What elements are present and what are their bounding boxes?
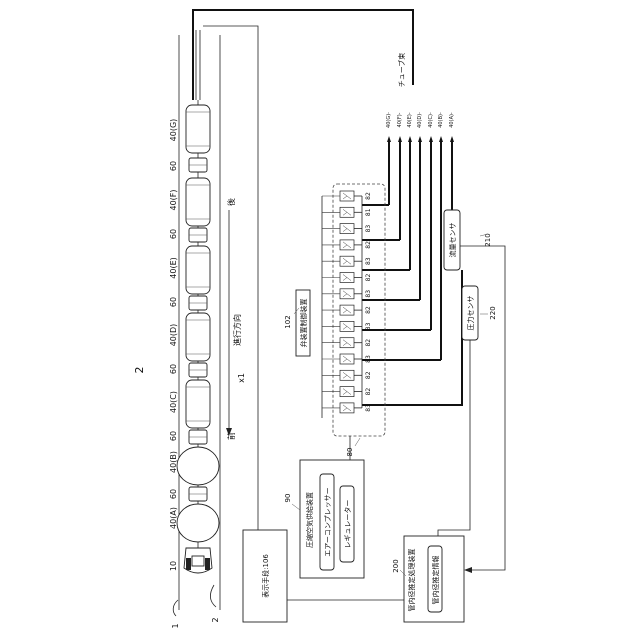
valve-label: 83 [365,225,372,233]
air-supply-ref: 90 [284,494,292,503]
valve-unit: 82 81 83 82 83 82 83 82 83 82 83 82 82 83 [322,191,372,413]
tube-bundle-label: チューブ束 [397,53,406,88]
valve-label: 83 [365,355,372,363]
flow-sensor-label: 流量センサ [448,223,457,258]
unit-label-e: 40(E) [169,257,178,278]
unit-label-c: 40(C) [169,391,178,413]
regulator-label: レギュレーター [343,500,352,549]
joint-ref-4: 60 [169,364,178,374]
unit-label-g: 40(G) [169,119,178,142]
pressure-sensor-label: 圧力センサ [466,296,475,331]
head-ref: 10 [169,561,178,571]
unit-label-b: 40(B) [169,451,178,473]
tube-port-f: 40(F)- [397,112,403,127]
joint-ref-5: 60 [169,431,178,441]
valve-label: 82 [365,388,372,396]
direction-axis: x1 [237,373,246,383]
air-supply-label: 圧縮空気供給装置 [305,492,314,548]
direction-front: 前 [226,432,236,440]
unit-label-f: 40(F) [169,189,178,210]
direction-label: 進行方向 [232,314,242,346]
joint-ref-3: 60 [169,297,178,307]
valve-label: 82 [365,192,372,200]
air-compressor-label: エアーコンプレッサー [324,487,332,556]
valve-label: 82 [365,371,372,379]
tube-bundle [193,10,413,100]
unit-label-a: 40(A) [169,507,178,529]
tube-port-c: 40(C)- [428,112,434,128]
flow-sensor-ref: 210 [484,233,492,246]
pressure-sensor-ref: 220 [489,306,497,319]
valve-label: 83 [365,322,372,330]
valve-controller-label: 弁装置制御装置 [299,299,308,348]
unit-label-d: 40(D) [169,324,178,347]
valve-label: 81 [365,208,372,216]
tube-port-a: 40(A)- [449,112,455,128]
joint-ref-2: 60 [169,229,178,239]
figure-number: 2 [133,367,146,374]
tube-port-b: 40(B)- [438,112,444,128]
valve-label: 82 [365,306,372,314]
estimator-ref: 200 [392,559,400,572]
valve-label: 83 [365,290,372,298]
joint-ref-6: 60 [169,489,178,499]
joint-ref-1: 60 [169,161,178,171]
estimator-label: 管内径推定処理装置 [407,549,416,612]
pipe-ref: 2 [211,617,220,622]
estimator-inner-label: 管内径推定情報 [431,556,440,605]
pipe-ref-2: 1 [171,623,180,628]
valve-controller-ref: 102 [284,315,292,328]
direction-back: 後 [226,198,236,206]
valve-label: 83 [365,404,372,412]
valve-label: 82 [365,339,372,347]
valve-label: 82 [365,274,372,282]
display-label: 表示手段:106 [261,554,270,598]
tube-port-e: 40(E)- [407,112,413,127]
valve-label: 83 [365,257,372,265]
valve-label: 82 [365,241,372,249]
tube-port-g: 40(G)- [386,112,392,128]
tube-port-d: 40(D)- [417,112,423,128]
